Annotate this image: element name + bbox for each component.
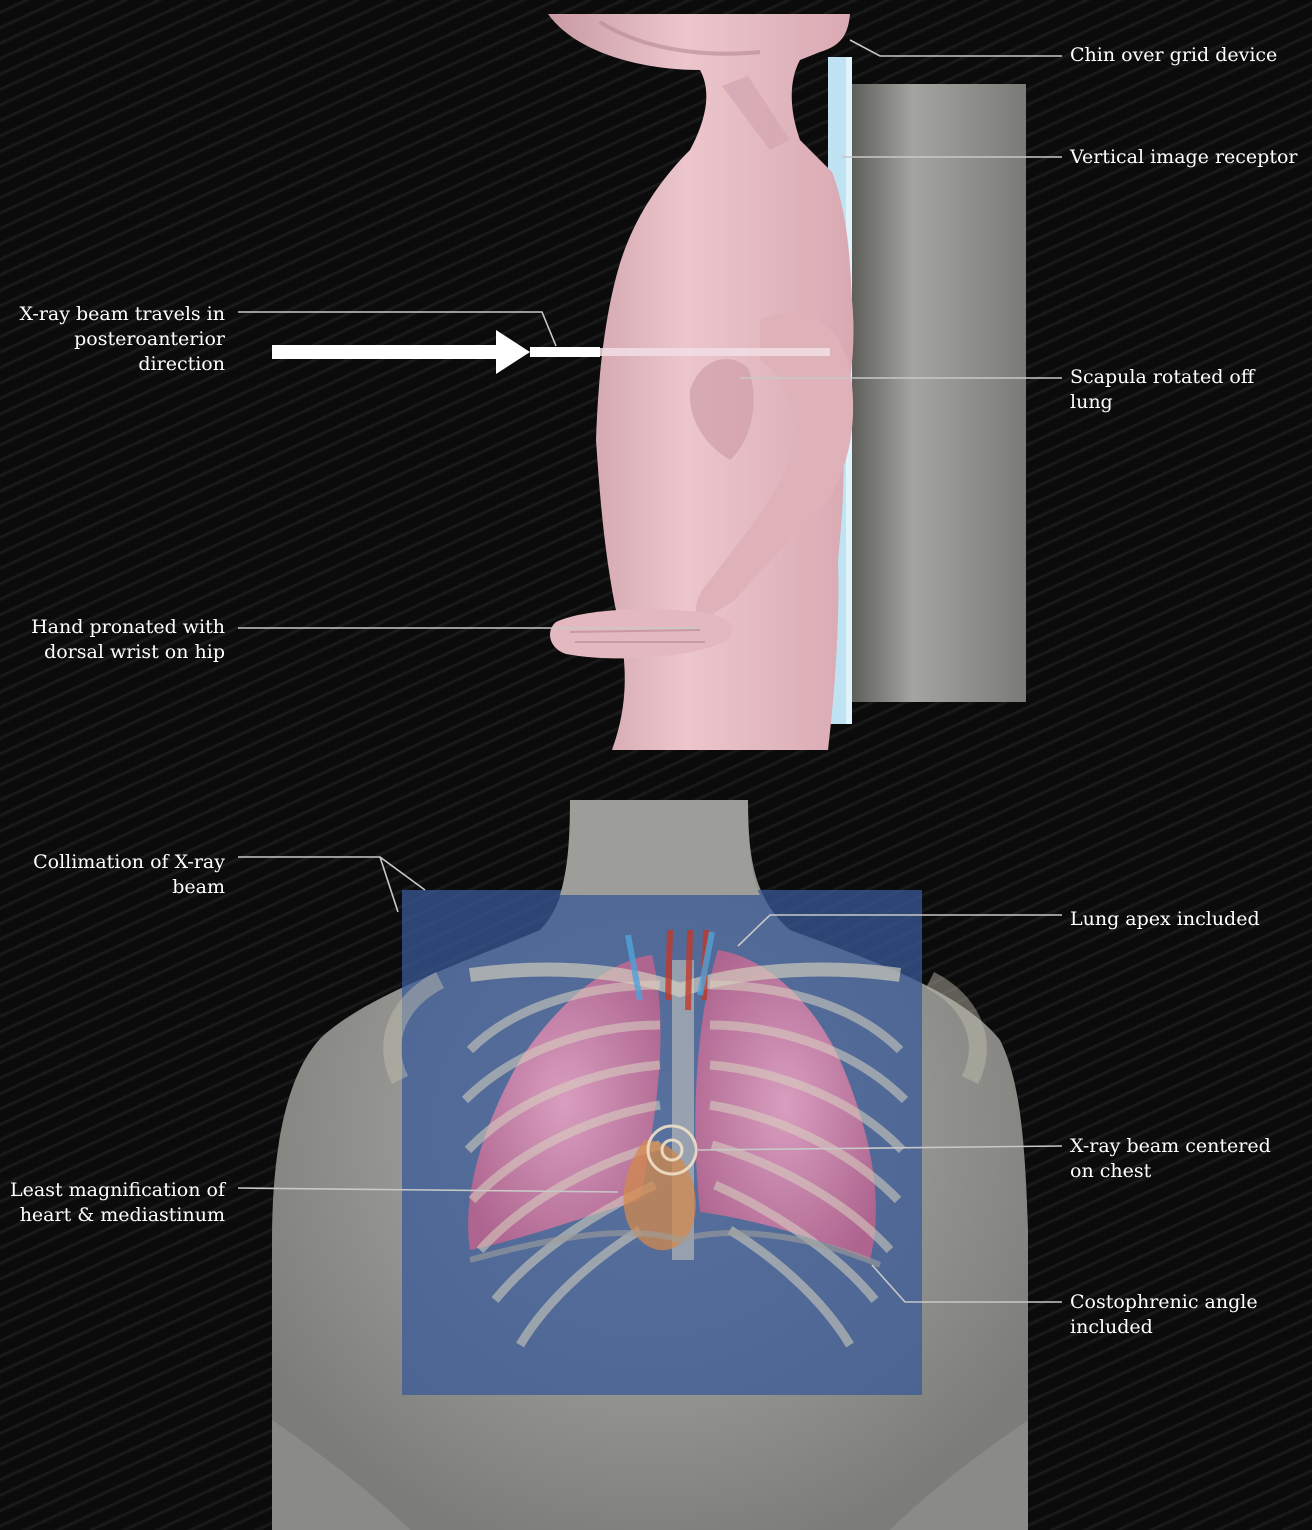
leader-chin [850, 40, 1062, 56]
label-chin-over-grid: Chin over grid device [1070, 43, 1277, 68]
label-least-magnification: Least magnification of heart & mediastin… [10, 1178, 225, 1228]
beam-arrow-shaft [272, 345, 512, 359]
label-vertical-receptor: Vertical image receptor [1070, 145, 1298, 170]
label-lung-apex: Lung apex included [1070, 907, 1260, 932]
image-receptor-panel [852, 84, 1026, 702]
label-beam-direction: X-ray beam travels in posteroanterior di… [20, 302, 225, 377]
label-collimation: Collimation of X-ray beam [33, 850, 225, 900]
frontal-view [272, 800, 1028, 1530]
lateral-view [272, 14, 1026, 750]
leader-collimation [238, 857, 425, 912]
beam-arrow-head [496, 330, 530, 374]
label-hand-pronated: Hand pronated with dorsal wrist on hip [31, 615, 225, 665]
label-scapula-rotated: Scapula rotated off lung [1070, 365, 1254, 415]
label-costophrenic: Costophrenic angle included [1070, 1290, 1258, 1340]
label-beam-centered: X-ray beam centered on chest [1070, 1134, 1271, 1184]
